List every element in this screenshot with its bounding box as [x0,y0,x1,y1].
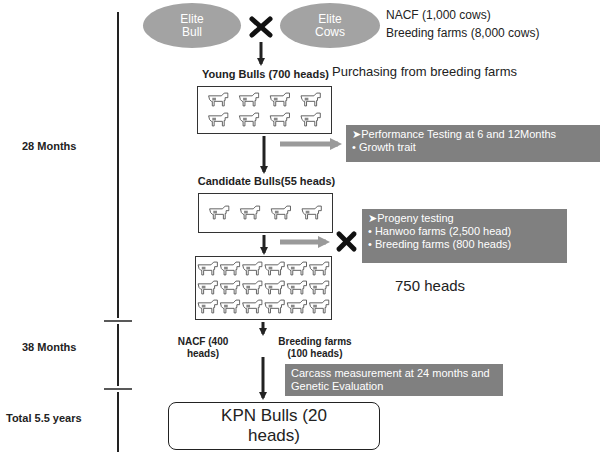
cow-icons [199,194,331,231]
node-text: KPN Bulls (20 heads) [219,406,329,446]
note-label: Breeding farms (8,000 cows) [386,26,539,40]
group-heading: 750 heads [395,277,465,294]
note-label: NACF (400 heads) [168,336,238,360]
side-arrow [280,240,326,245]
herd-box: Candidate Bulls(55 heads) [198,193,333,233]
node-text: • Breeding farms (800 heads) [368,238,561,251]
timeline-tick [104,320,132,322]
cross-mark [252,19,270,35]
parent-ellipse: Elite Bull [143,3,241,48]
note-label: NACF (1,000 cows) [386,8,491,22]
cow-icons [196,257,330,318]
node-text: • Hanwoo farms (2,500 head) [368,225,561,238]
note-label: 28 Months [22,140,76,152]
flow-arrow [262,322,265,334]
node-text: Carcass measurement at 24 months and Gen… [291,367,497,393]
timeline-tick [104,388,132,390]
node-text: Elite Cows [310,13,350,39]
timeline [117,392,119,452]
test-box: ➤Progeny testing• Hanwoo farms (2,500 he… [362,209,567,263]
timeline [117,12,119,318]
result-box: KPN Bulls (20 heads) [168,402,380,450]
note-label: Breeding farms (100 heads) [270,336,360,360]
side-arrow [280,142,338,147]
note-label: Total 5.5 years [6,412,82,424]
evaluation-box: Carcass measurement at 24 months and Gen… [285,364,503,396]
node-text: • Growth trait [352,141,594,154]
note-label: Purchasing from breeding farms [332,64,517,79]
cross-mark [339,234,354,249]
note-label: 38 Months [22,341,76,353]
flow-arrow [263,136,266,172]
group-heading: Candidate Bulls(55 heads) [198,175,336,187]
flow-arrow [260,42,263,64]
group-heading: Young Bulls (700 heads) [202,68,329,80]
cow-icons [198,87,330,132]
herd-box: 750 heads [195,256,332,320]
node-text: ➤Progeny testing [368,212,561,225]
flow-arrow [262,357,265,398]
herd-box: Young Bulls (700 heads) [197,86,332,134]
timeline [117,324,119,386]
node-text: ➤Performance Testing at 6 and 12Months [352,128,594,141]
node-text: Elite Bull [172,13,212,39]
test-box: ➤Performance Testing at 6 and 12Months• … [346,125,600,162]
flow-arrow [263,235,266,253]
parent-ellipse: Elite Cows [280,3,380,48]
